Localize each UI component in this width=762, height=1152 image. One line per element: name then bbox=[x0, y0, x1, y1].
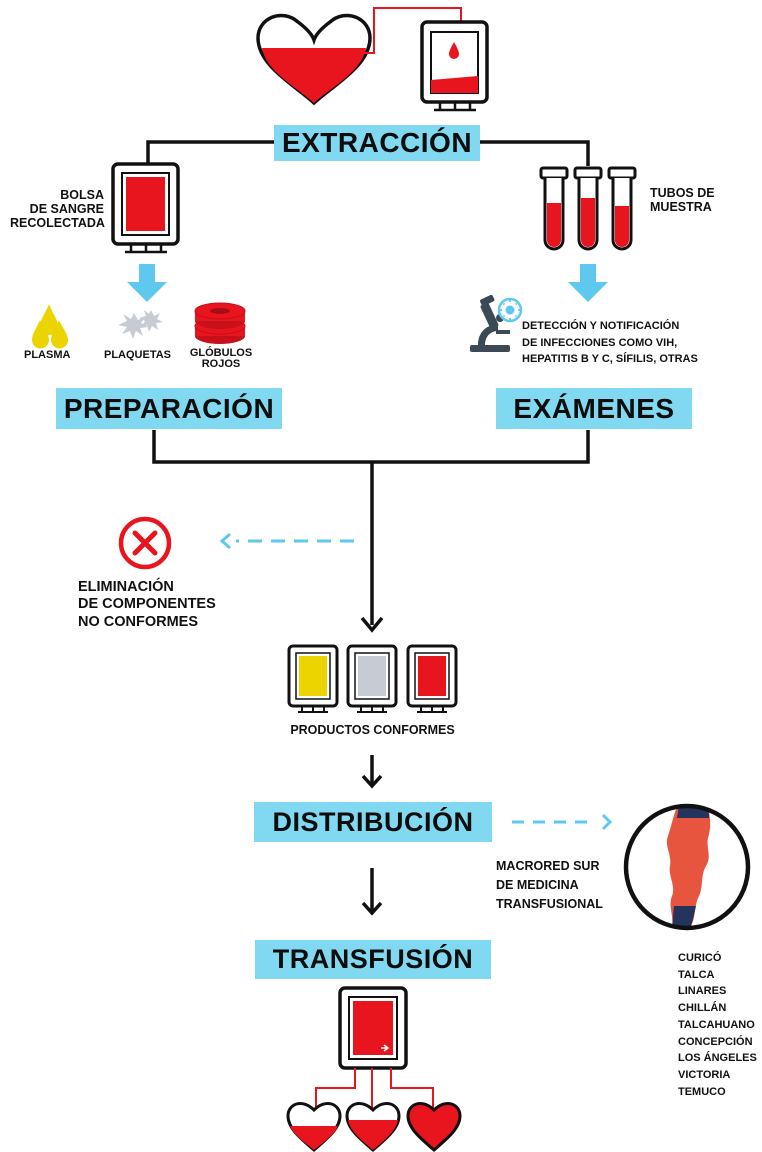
sample-tubes-label-line: TUBOS DE bbox=[650, 186, 715, 200]
city-list: CURICÓ TALCA LINARES CHILLÁN TALCAHUANO … bbox=[678, 950, 757, 1100]
red-cells-icon bbox=[194, 302, 246, 344]
city-item: LOS ÁNGELES bbox=[678, 1052, 757, 1065]
platelet-bag-icon bbox=[346, 644, 398, 713]
red-cells-label: GLÓBULOS ROJOS bbox=[188, 348, 254, 370]
sample-tubes-label-line: MUESTRA bbox=[650, 200, 712, 214]
red-cells-label-line: GLÓBULOS bbox=[189, 347, 253, 359]
city-item: VICTORIA bbox=[678, 1069, 731, 1082]
reject-x-icon bbox=[118, 516, 172, 570]
elimination-label-line: DE COMPONENTES bbox=[78, 596, 216, 613]
stage-transfusion: TRANSFUSIÓN bbox=[255, 940, 491, 979]
red-cell-bag-icon bbox=[406, 644, 458, 713]
merge-lines bbox=[152, 430, 590, 464]
city-item: TALCAHUANO bbox=[678, 1018, 755, 1031]
platelets-icon bbox=[118, 310, 163, 339]
collected-bag-icon bbox=[111, 162, 180, 254]
city-item: CURICÓ bbox=[678, 952, 722, 964]
city-item: LINARES bbox=[678, 985, 727, 998]
elimination-label: ELIMINACIÓN DE COMPONENTES NO CONFORMES bbox=[78, 579, 216, 631]
donation-bag-icon bbox=[420, 20, 489, 112]
donor-heart-icon bbox=[256, 13, 372, 106]
city-item: CHILLÁN bbox=[678, 1002, 727, 1015]
red-cells-label-line: ROJOS bbox=[201, 358, 241, 370]
elimination-label-line: NO CONFORMES bbox=[78, 613, 199, 630]
macrored-label-line: TRANSFUSIONAL bbox=[496, 896, 603, 911]
conforming-products-label: PRODUCTOS CONFORMES bbox=[290, 723, 455, 737]
recipient-heart-icon bbox=[286, 1101, 342, 1152]
extraction-left-branch bbox=[146, 140, 274, 164]
flow-down-arrowhead bbox=[360, 616, 384, 633]
recipient-heart-icon bbox=[345, 1101, 401, 1152]
recipient-heart-icon bbox=[406, 1101, 462, 1152]
detection-label-line: DE INFECCIONES COMO VIH, bbox=[522, 336, 678, 349]
down-arrow-left bbox=[127, 264, 167, 302]
macrored-label: MACRORED SUR DE MEDICINA TRANSFUSIONAL bbox=[496, 857, 603, 913]
down-arrow-to-distribution bbox=[361, 755, 383, 789]
down-arrow-to-transfusion bbox=[361, 868, 383, 916]
stage-preparation: PREPARACIÓN bbox=[56, 388, 282, 429]
city-item: CONCEPCIÓN bbox=[678, 1035, 753, 1048]
transfusion-lines bbox=[315, 1068, 434, 1108]
detection-label: DETECCIÓN Y NOTIFICACIÓN DE INFECCIONES … bbox=[522, 318, 698, 368]
sample-tubes-icon bbox=[539, 166, 637, 251]
transfusion-bag-icon bbox=[338, 986, 408, 1070]
platelets-label: PLAQUETAS bbox=[104, 349, 172, 361]
down-arrow-right bbox=[568, 264, 608, 302]
plasma-bag-icon bbox=[287, 644, 339, 713]
stage-exams: EXÁMENES bbox=[496, 388, 692, 429]
elimination-label-line: ELIMINACIÓN bbox=[78, 579, 174, 595]
stage-distribution: DISTRIBUCIÓN bbox=[254, 802, 492, 842]
elimination-arrowhead bbox=[219, 532, 231, 550]
city-item: TEMUCO bbox=[678, 1085, 726, 1098]
collected-bag-label: BOLSA DE SANGRE RECOLECTADA bbox=[10, 188, 105, 230]
virus-icon bbox=[497, 297, 523, 323]
macrored-label-line: DE MEDICINA bbox=[496, 877, 579, 892]
distribution-arrowhead bbox=[601, 813, 613, 831]
collected-bag-label-line: BOLSA bbox=[60, 188, 104, 202]
sample-tubes-label: TUBOS DE MUESTRA bbox=[650, 186, 715, 214]
extraction-right-branch bbox=[480, 140, 590, 166]
collected-bag-label-line: RECOLECTADA bbox=[10, 216, 105, 230]
donation-line bbox=[352, 7, 462, 54]
stage-extraction: EXTRACCIÓN bbox=[274, 125, 480, 161]
microscope-icon bbox=[470, 294, 510, 352]
chile-map-icon bbox=[623, 803, 751, 931]
city-item: TALCA bbox=[678, 968, 715, 981]
macrored-label-line: MACRORED SUR bbox=[496, 859, 600, 873]
plasma-label: PLASMA bbox=[24, 349, 71, 361]
detection-label-line: HEPATITIS B Y C, SÍFILIS, OTRAS bbox=[522, 353, 698, 365]
plasma-drops-icon bbox=[32, 304, 68, 349]
collected-bag-label-line: DE SANGRE bbox=[29, 202, 104, 216]
detection-label-line: DETECCIÓN Y NOTIFICACIÓN bbox=[522, 320, 680, 332]
